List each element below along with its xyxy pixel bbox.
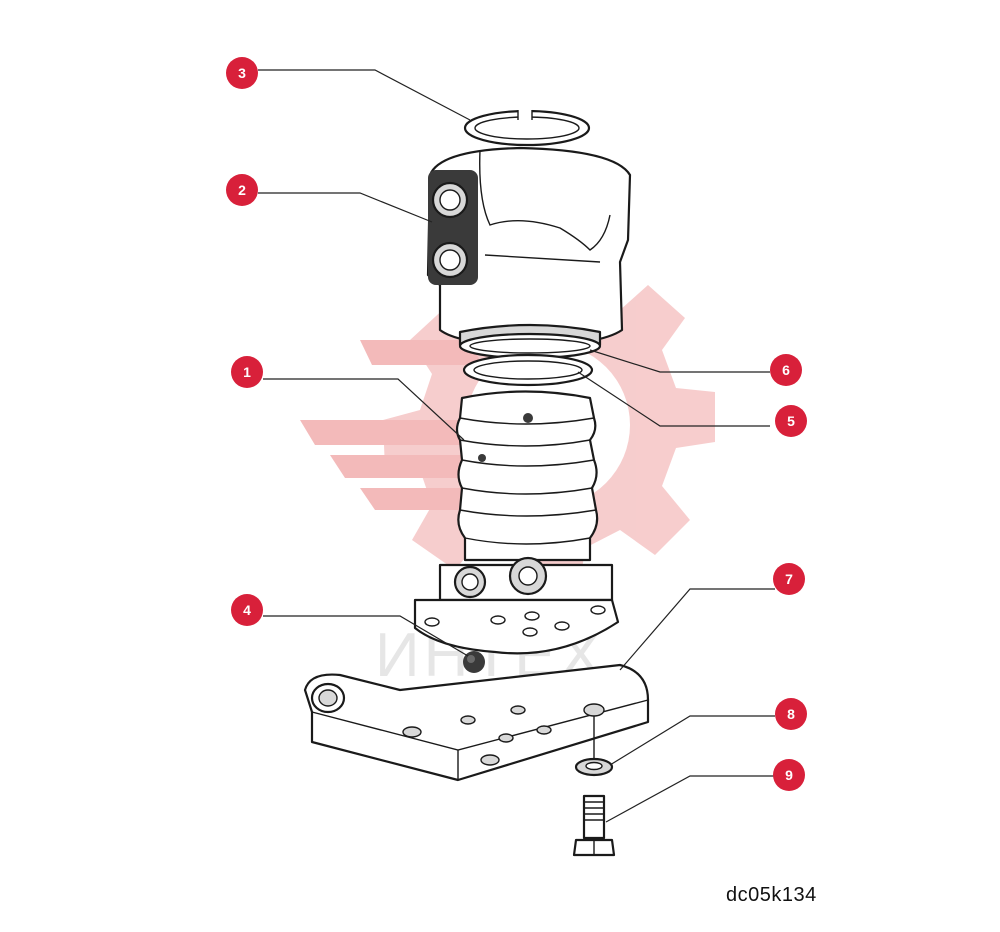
- callout-6-label: 6: [782, 362, 790, 378]
- callout-2: 2: [226, 174, 258, 206]
- callout-5-label: 5: [787, 413, 795, 429]
- leader-2: [258, 192, 433, 223]
- washer: [574, 757, 614, 777]
- callout-8: 8: [775, 698, 807, 730]
- leader-8: [609, 715, 775, 766]
- callout-5: 5: [775, 405, 807, 437]
- callout-9-label: 9: [785, 767, 793, 783]
- callout-9: 9: [773, 759, 805, 791]
- callout-7-label: 7: [785, 571, 793, 587]
- top-housing: [426, 146, 632, 347]
- part-code-label: dc05k134: [726, 884, 817, 906]
- bolt: [572, 794, 616, 857]
- callout-4: 4: [231, 594, 263, 626]
- leader-7: [619, 588, 775, 671]
- callout-3: 3: [226, 57, 258, 89]
- plug: [463, 651, 485, 673]
- callout-7: 7: [773, 563, 805, 595]
- callout-4-label: 4: [243, 602, 251, 618]
- leader-9: [605, 775, 775, 823]
- leader-5: [577, 371, 770, 427]
- callout-3-label: 3: [238, 65, 246, 81]
- leader-3: [258, 69, 471, 121]
- leader-6: [589, 349, 770, 373]
- callout-2-label: 2: [238, 182, 246, 198]
- callout-8-label: 8: [787, 706, 795, 722]
- bellows-body: [413, 390, 620, 655]
- callout-1: 1: [231, 356, 263, 388]
- leader-lines: [258, 69, 775, 823]
- leader-4: [263, 615, 469, 657]
- callout-6: 6: [770, 354, 802, 386]
- snap-ring: [463, 108, 591, 147]
- o-ring: [462, 353, 594, 387]
- callout-1-label: 1: [243, 364, 251, 380]
- leader-1: [263, 378, 465, 441]
- seal-ring: [458, 332, 602, 360]
